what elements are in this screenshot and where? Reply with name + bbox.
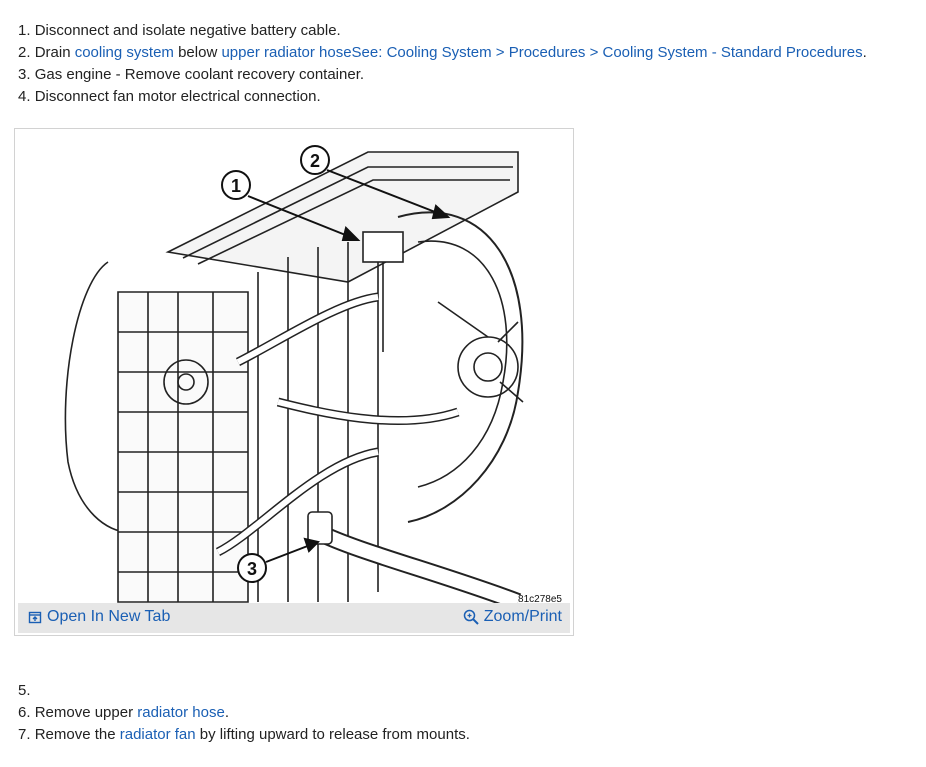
callout-3: 3 [247,559,257,579]
step-text: Remove upper [34,704,138,721]
standard-procedures-link[interactable]: upper radiator hoseSee: Cooling System >… [221,44,863,61]
open-in-new-tab-button[interactable]: Open In New Tab [28,608,170,626]
step-text: below [173,44,222,61]
figure-code: 81c278e5 [518,594,562,604]
radiator-fan-illustration: 1 2 3 81c278e5 [64,145,562,604]
open-tab-icon [28,610,42,624]
procedure-steps-top: 1. Disconnect and isolate negative batte… [18,20,867,108]
step-2: 2. Drain cooling system below upper radi… [18,42,867,64]
radiator-figure: 1 2 3 81c278e5 Open In New Tab [14,128,574,636]
step-number: 3. [18,66,31,83]
step-6: 6. Remove upper radiator hose. [18,702,470,724]
step-number: 6. [18,704,31,721]
radiator-hose-link[interactable]: radiator hose [137,704,225,721]
step-text: Drain [34,44,75,61]
step-1: 1. Disconnect and isolate negative batte… [18,20,867,42]
step-text: Remove the [34,726,120,743]
zoom-print-label: Zoom/Print [483,608,562,625]
figure-toolbar: Open In New Tab Zoom/Print [18,603,570,633]
cooling-system-link[interactable]: cooling system [74,44,174,61]
step-text: by lifting upward to release from mounts… [195,726,470,743]
procedure-steps-bottom: 5. 6. Remove upper radiator hose. 7. Rem… [18,680,470,746]
step-number: 5. [18,682,31,699]
step-number: 1. [18,22,31,39]
callout-1: 1 [231,176,241,196]
open-in-new-tab-label: Open In New Tab [47,608,171,625]
step-text: Disconnect fan motor electrical connecti… [34,88,321,105]
step-4: 4. Disconnect fan motor electrical conne… [18,86,867,108]
step-3: 3. Gas engine - Remove coolant recovery … [18,64,867,86]
zoom-print-button[interactable]: Zoom/Print [463,608,562,626]
step-text: . [224,704,229,721]
step-7: 7. Remove the radiator fan by lifting up… [18,724,470,746]
radiator-fan-link[interactable]: radiator fan [119,726,196,743]
step-number: 2. [18,44,31,61]
step-text: Disconnect and isolate negative battery … [34,22,341,39]
callout-2: 2 [310,151,320,171]
step-text: Gas engine - Remove coolant recovery con… [34,66,365,83]
step-number: 4. [18,88,31,105]
step-5: 5. [18,680,470,702]
step-number: 7. [18,726,31,743]
magnifier-icon [463,609,479,625]
step-text: . [862,44,867,61]
